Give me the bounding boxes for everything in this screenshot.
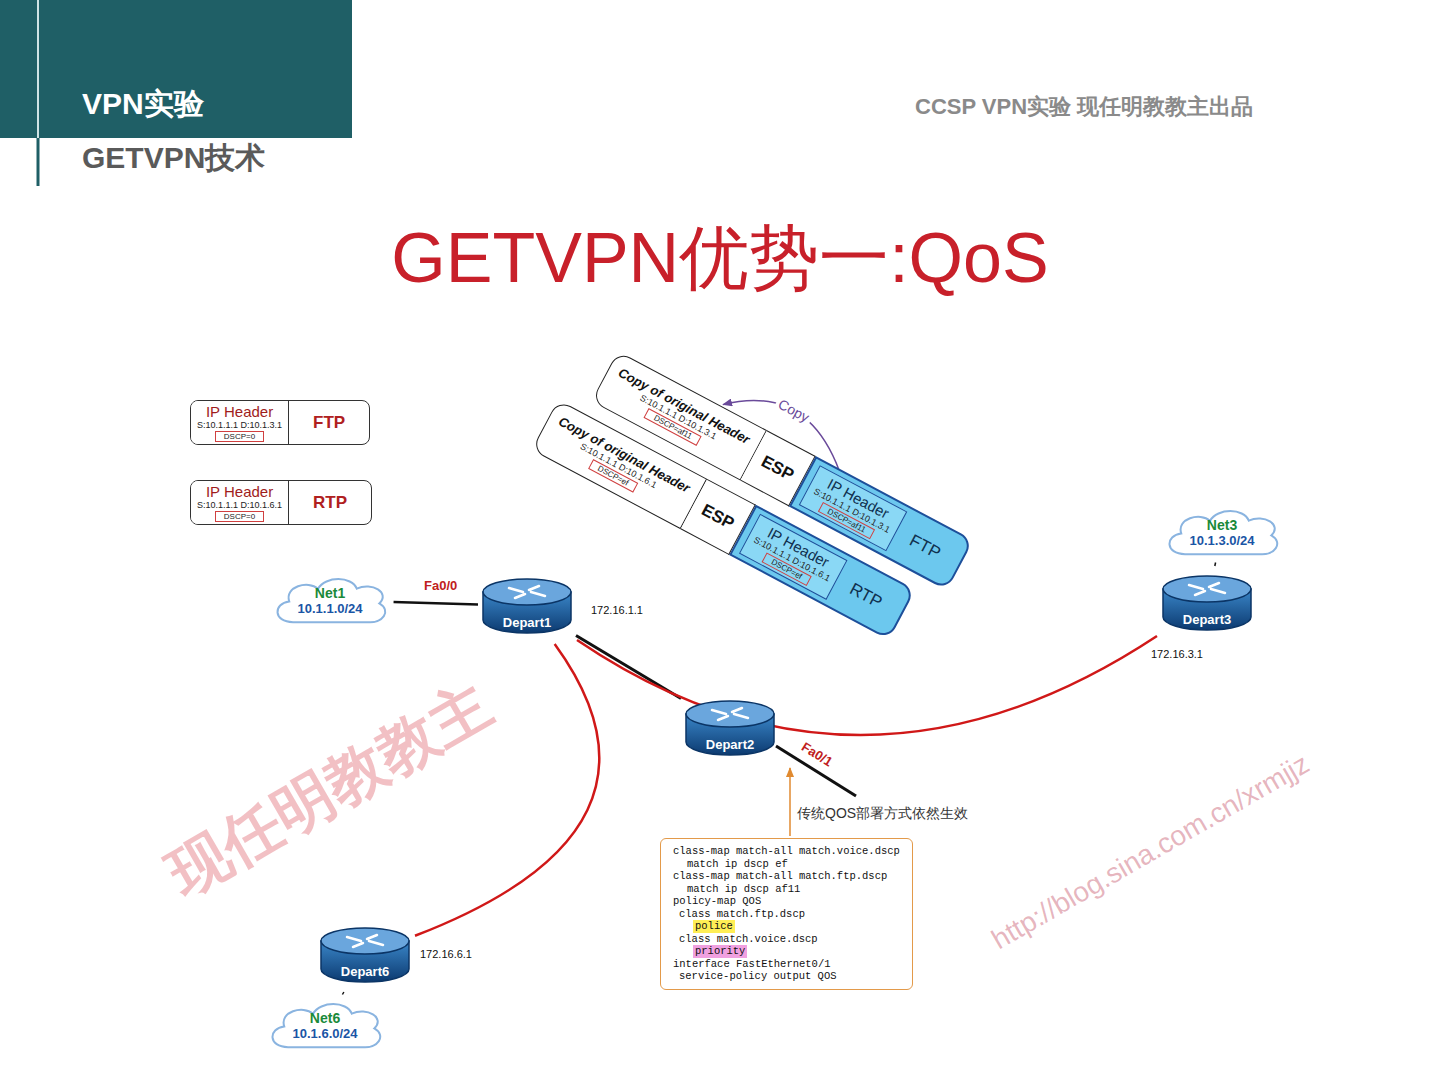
node-text: Net3 (1207, 517, 1237, 533)
router-icon: Depart6 (317, 919, 413, 991)
interface-name: Fa0/0 (424, 578, 457, 593)
connector (1214, 563, 1216, 567)
header-rule (37, 0, 39, 138)
connector-label: Copy (772, 394, 814, 426)
router-icon: Depart2 (682, 692, 778, 764)
config-line: match ip dscp af11 (673, 883, 900, 896)
network-cloud: Net610.1.6.0/24 (263, 996, 388, 1055)
section-subtitle: GETVPN技术 (82, 138, 265, 179)
node-text: RTP (289, 481, 371, 524)
node-text: DSCP=0 (215, 511, 264, 522)
node-text: RTP (832, 571, 899, 620)
router-shape (1159, 567, 1255, 639)
config-line: police (693, 920, 735, 933)
connector (577, 636, 1157, 735)
router-icon: Depart3 (1159, 567, 1255, 639)
ip-address: 172.16.6.1 (419, 948, 473, 960)
config-line: class-map match-all match.voice.dscp (673, 845, 900, 858)
node-text: S:10.1.1.1 D:10.1.3.1 (197, 420, 282, 430)
slide-title: GETVPN优势一:QoS (0, 212, 1440, 306)
network-cloud: Net110.1.1.0/24 (268, 571, 393, 630)
router-shape (479, 570, 575, 642)
node-text: 10.1.3.0/24 (1190, 533, 1255, 548)
config-line: service-policy output QOS (673, 970, 900, 983)
node-text: FTP (892, 523, 958, 571)
node-text: Depart2 (706, 737, 754, 752)
ip-address: 172.16.3.1 (1150, 648, 1204, 660)
node-text: ESP (757, 451, 796, 485)
node-text: 10.1.1.0/24 (298, 601, 363, 616)
section-title: VPN实验 (82, 84, 204, 125)
network-cloud: Net310.1.3.0/24 (1160, 503, 1285, 562)
ip-address: 172.16.1.1 (590, 604, 644, 616)
router-shape (682, 692, 778, 764)
node-text: 10.1.6.0/24 (293, 1026, 358, 1041)
config-line: match ip dscp ef (673, 858, 900, 871)
config-line: class-map match-all match.ftp.dscp (673, 870, 900, 883)
config-line: class match.voice.dscp (673, 933, 900, 946)
connector (394, 602, 478, 605)
router-icon: Depart1 (479, 570, 575, 642)
config-line: interface FastEthernet0/1 (673, 958, 900, 971)
config-line: priority (693, 945, 747, 958)
ip-header-box: IP HeaderS:10.1.1.1 D:10.1.3.1DSCP=0 (191, 401, 289, 444)
node-text: Depart3 (1183, 612, 1231, 627)
watermark-url: http://blog.sina.com.cn/xrmjjz (986, 748, 1315, 956)
packet-box: RTPIP HeaderS:10.1.1.1 D:10.1.6.1DSCP=0 (190, 480, 372, 525)
packet-box: FTPIP HeaderS:10.1.1.1 D:10.1.3.1DSCP=0 (190, 400, 370, 445)
callout-arrow (789, 768, 791, 836)
node-text: Depart1 (503, 615, 551, 630)
node-text: FTP (289, 401, 369, 444)
connector (342, 992, 343, 995)
ip-header-box: IP HeaderS:10.1.1.1 D:10.1.6.1DSCP=0 (191, 481, 289, 524)
node-text: Depart6 (341, 964, 389, 979)
node-text: IP Header (206, 403, 273, 420)
callout-note: 传统QOS部署方式依然生效 (797, 805, 968, 823)
node-text: Net1 (315, 585, 345, 601)
config-line: policy-map QOS (673, 895, 900, 908)
config-box: class-map match-all match.voice.dscpmatc… (660, 838, 913, 990)
header-rule (37, 0, 40, 186)
config-line: class match.ftp.dscp (673, 908, 900, 921)
watermark: 现任明教教主 (154, 665, 506, 915)
node-text: Net6 (310, 1010, 340, 1026)
node-text: DSCP=0 (215, 431, 264, 442)
node-text: IP Header (206, 483, 273, 500)
course-credit: CCSP VPN实验 现任明教教主出品 (915, 92, 1253, 122)
node-text: ESP (698, 500, 737, 534)
node-text: S:10.1.1.1 D:10.1.6.1 (197, 500, 282, 510)
router-shape (317, 919, 413, 991)
header-band (0, 0, 352, 138)
